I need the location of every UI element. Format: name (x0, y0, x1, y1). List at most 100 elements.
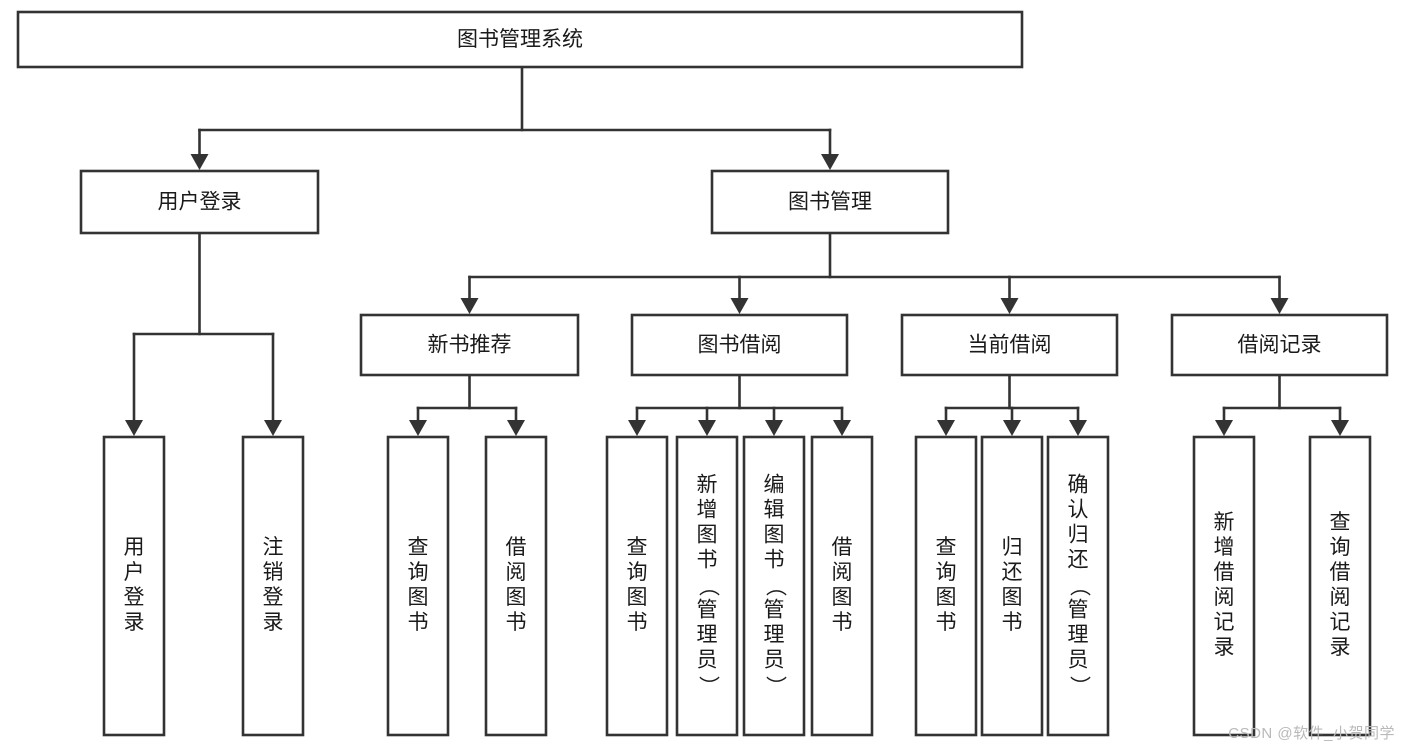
node-label-char: 员 (1068, 649, 1089, 672)
arrow-head-icon (125, 420, 143, 436)
arrow-head-icon (1069, 420, 1087, 436)
node-box (386, 435, 450, 737)
node-box (810, 435, 874, 737)
arrow-head-icon (1000, 298, 1019, 314)
node-label-char: 增 (697, 499, 718, 522)
arrow-head-icon (460, 298, 479, 314)
node-box (102, 435, 166, 737)
node-label-char: 查 (1330, 511, 1351, 534)
node-label-char: 归 (1002, 536, 1023, 559)
node-box (914, 435, 978, 737)
node-box (710, 169, 950, 235)
arrow-head-icon (698, 420, 716, 436)
node-label-char: 书 (408, 611, 429, 634)
node-box (980, 435, 1044, 737)
node-box (1170, 313, 1389, 377)
node-label-char: 查 (936, 536, 957, 559)
node-label-char: 录 (124, 611, 145, 634)
node-label-char: 确 (1068, 474, 1089, 497)
node-label-char: （ (763, 576, 786, 597)
arrow-head-icon (1331, 420, 1349, 436)
node-label-char: 图 (1002, 586, 1023, 609)
node-label-char: ） (763, 676, 786, 697)
arrow-head-icon (1270, 298, 1289, 314)
node-label-char: 认 (1068, 499, 1089, 522)
arrow-head-icon (409, 420, 427, 436)
node-label-char: 登 (124, 586, 145, 609)
node-label-char: 图 (697, 524, 718, 547)
node-label-char: 辑 (764, 499, 785, 522)
node-borrow-record[interactable]: 借阅记录 (1170, 313, 1389, 377)
node-label-char: 书 (506, 611, 527, 634)
node-label-char: 管 (764, 599, 785, 622)
node-label-char: 查 (627, 536, 648, 559)
node-label-char: 管 (697, 599, 718, 622)
node-box (241, 435, 305, 737)
node-label-char: 借 (1330, 561, 1351, 584)
node-label-char: 查 (408, 536, 429, 559)
node-label-char: 记 (1214, 611, 1235, 634)
node-label: 图书借阅 (698, 334, 782, 357)
node-label-char: 阅 (506, 561, 527, 584)
node-user-login[interactable]: 用户登录 (79, 169, 320, 235)
node-current-borrow[interactable]: 当前借阅 (900, 313, 1119, 377)
node-box (630, 313, 849, 377)
node-label: 用户登录 (158, 191, 242, 214)
arrow-head-icon (1003, 420, 1021, 436)
node-label-char: 书 (832, 611, 853, 634)
node-label-char: 录 (263, 611, 284, 634)
node-label-char: 理 (1068, 624, 1089, 647)
node-label-char: 借 (506, 536, 527, 559)
node-box (359, 313, 580, 377)
node-label-char: 书 (627, 611, 648, 634)
node-label-char: 员 (697, 649, 718, 672)
node-book-borrow[interactable]: 图书借阅 (630, 313, 849, 377)
node-label: 当前借阅 (968, 334, 1052, 357)
node-label-char: 归 (1068, 524, 1089, 547)
node-box (675, 435, 739, 737)
node-label-char: （ (696, 576, 719, 597)
node-leaf-user-login[interactable]: 用户登录 (102, 435, 166, 737)
node-label-char: 书 (936, 611, 957, 634)
node-box (16, 10, 1024, 69)
node-label-char: 理 (764, 624, 785, 647)
node-label-char: 编 (764, 474, 785, 497)
node-label-char: 新 (1214, 511, 1235, 534)
node-label-char: 还 (1068, 549, 1089, 572)
node-label-char: 阅 (832, 561, 853, 584)
node-new-book-recommend[interactable]: 新书推荐 (359, 313, 580, 377)
node-box (1192, 435, 1256, 737)
node-box (79, 169, 320, 235)
node-label-char: 询 (627, 561, 648, 584)
node-box (484, 435, 548, 737)
node-label-char: 图 (408, 586, 429, 609)
arrow-head-icon (1215, 420, 1233, 436)
arrow-head-icon (730, 298, 749, 314)
node-label-char: 录 (1330, 636, 1351, 659)
node-label-char: 借 (1214, 561, 1235, 584)
node-box (1308, 435, 1372, 737)
node-label-char: 登 (263, 586, 284, 609)
arrow-head-icon (628, 420, 646, 436)
node-root[interactable]: 图书管理系统 (16, 10, 1024, 69)
node-label-char: 询 (408, 561, 429, 584)
node-label-char: 询 (1330, 536, 1351, 559)
node-label-char: ） (696, 676, 719, 697)
node-label-char: 书 (764, 549, 785, 572)
node-label: 图书管理系统 (457, 28, 583, 51)
node-label-char: 阅 (1330, 586, 1351, 609)
node-book-management[interactable]: 图书管理 (710, 169, 950, 235)
